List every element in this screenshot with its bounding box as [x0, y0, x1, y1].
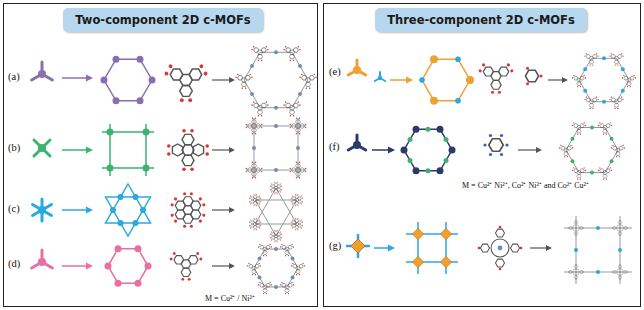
row-a-graphic [32, 46, 317, 117]
metal-note: M = Cu²⁺ / Ni²⁺ [205, 295, 255, 304]
panel-header: Three-component 2D c-MOFs [375, 8, 587, 32]
panel-header: Two-component 2D c-MOFs [63, 8, 262, 32]
panel-letter: (b) [8, 142, 20, 154]
row-g-graphic [347, 216, 632, 284]
panel-letter: (c) [8, 203, 20, 215]
panel-letter: (d) [8, 258, 20, 270]
header-text: Two-component 2D c-MOFs [75, 13, 250, 27]
panel-letter: (g) [329, 240, 341, 252]
row-c-graphic [33, 182, 304, 243]
metal-note: M = Cu²⁺ Ni²⁺, Co²⁺ Ni²⁺ and Co²⁺ Cu²⁺ [462, 182, 589, 191]
panel-letter: (f) [329, 141, 340, 153]
row-b-graphic [34, 118, 306, 179]
panel-frame [4, 4, 641, 307]
row-e-graphic [348, 53, 636, 109]
panel-letter: (e) [329, 66, 341, 78]
row-d-graphic [32, 244, 306, 295]
header-text: Three-component 2D c-MOFs [387, 13, 575, 27]
panel-letter: (a) [8, 71, 20, 83]
row-f-graphic [348, 122, 625, 180]
